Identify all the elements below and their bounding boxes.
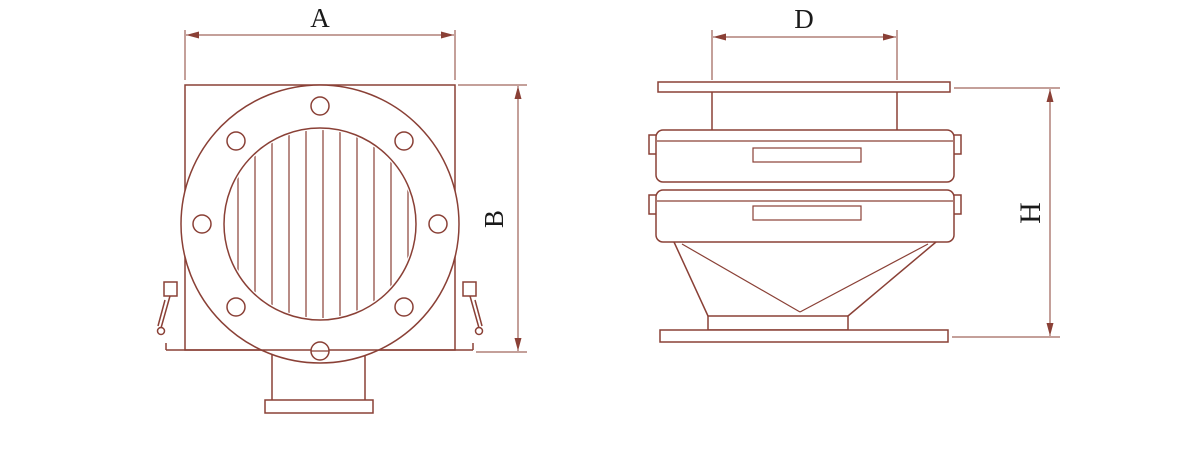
drawer-handle <box>752 147 862 163</box>
drawer-tier-1 <box>648 129 962 183</box>
opening-inner-circle <box>223 127 417 321</box>
front-view <box>156 84 484 414</box>
toggle-clamp-left <box>156 281 178 336</box>
bolt-hole <box>428 214 448 234</box>
bolt-hole <box>394 131 414 151</box>
side-view <box>648 81 962 343</box>
dim-label-A: A <box>310 3 330 33</box>
bottom-plate <box>659 329 949 343</box>
bolt-holes <box>192 96 448 317</box>
bolt-hole <box>394 297 414 317</box>
slotted-screw <box>310 341 330 361</box>
drawer-handle <box>752 205 862 221</box>
hopper-neck <box>707 315 849 331</box>
toggle-clamp-right <box>462 281 484 336</box>
bolt-hole <box>226 131 246 151</box>
dimension-B: B <box>458 84 527 353</box>
dimension-H: H <box>952 87 1060 338</box>
discharge-hopper <box>673 241 937 331</box>
bolt-hole <box>226 297 246 317</box>
dim-label-B: B <box>479 210 509 228</box>
dim-label-H: H <box>1014 202 1047 224</box>
dim-label-D: D <box>794 4 814 34</box>
drawer-tier-2 <box>648 189 962 243</box>
dimension-D: D <box>711 4 898 80</box>
dimension-A: A <box>184 3 456 80</box>
bolt-hole <box>310 96 330 116</box>
bolt-hole <box>192 214 212 234</box>
top-plate <box>657 81 951 93</box>
